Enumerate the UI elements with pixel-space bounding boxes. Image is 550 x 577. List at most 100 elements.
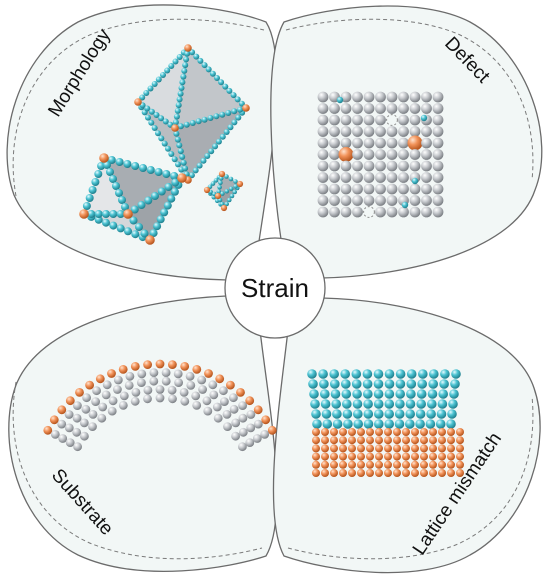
substrate-atom	[411, 460, 419, 469]
edge-atom	[173, 130, 180, 137]
edge-atom	[181, 67, 188, 74]
film-atom	[450, 379, 460, 389]
film-atom	[202, 396, 212, 406]
edge-atom	[167, 194, 176, 203]
lattice-atom	[375, 137, 386, 149]
edge-atom	[130, 205, 139, 214]
lattice-atom	[363, 103, 375, 114]
film-atom	[342, 409, 353, 419]
edge-atom	[176, 96, 183, 103]
lattice-atom	[317, 103, 329, 114]
substrate-atom	[393, 428, 401, 436]
edge-atom	[174, 136, 181, 143]
lattice-atom	[317, 160, 329, 172]
edge-atom	[175, 102, 182, 109]
edge-atom	[115, 158, 124, 166]
lattice-atom	[352, 172, 363, 183]
film-atom	[374, 419, 384, 429]
morphology-dash-arc	[12, 18, 265, 197]
edge-atom	[210, 181, 216, 186]
film-atom	[245, 438, 255, 447]
film-atom	[238, 442, 247, 452]
film-atom	[219, 386, 228, 396]
lattice-atom	[340, 103, 352, 114]
edge-atom	[162, 118, 169, 125]
edge-atom	[174, 107, 181, 114]
substrate-atom	[420, 428, 428, 436]
film-atom	[57, 419, 67, 429]
lattice-atom	[329, 114, 340, 126]
lattice-atom	[340, 206, 352, 218]
lattice-atom	[432, 91, 444, 103]
film-atom	[203, 406, 213, 416]
substrate-atom	[348, 436, 356, 445]
film-atom	[137, 369, 147, 379]
edge-atom	[172, 58, 179, 65]
lattice-atom	[432, 206, 444, 218]
edge-atom	[139, 164, 147, 172]
edge-atom	[226, 87, 233, 94]
vacancy	[386, 114, 398, 126]
lattice-atom	[340, 183, 352, 195]
edge-atom	[103, 161, 111, 169]
film-atom	[80, 431, 89, 441]
lattice-atom	[363, 195, 375, 206]
octahedron-nanoparticles	[79, 44, 250, 245]
edge-atom	[177, 90, 184, 97]
film-atom	[307, 369, 317, 379]
substrate-atom	[438, 444, 446, 453]
substrate-atom	[456, 436, 464, 445]
film-atom	[332, 419, 343, 429]
film-atom	[449, 389, 459, 399]
film-atom	[119, 391, 129, 401]
edge-atom	[158, 115, 165, 122]
lattice-atom	[340, 126, 352, 137]
lattice-atom	[398, 149, 409, 160]
edge-atom	[207, 115, 214, 121]
edge-atom	[200, 157, 207, 164]
edge-atom	[182, 165, 189, 172]
edge-atom	[180, 159, 187, 166]
substrate-atom	[321, 436, 329, 445]
substrate-atom	[357, 428, 365, 436]
edge-atom	[182, 62, 189, 69]
substrate-atom	[312, 469, 320, 477]
substrate-atom	[321, 460, 329, 469]
film-atom	[340, 369, 351, 379]
substrate-atom	[366, 469, 374, 477]
edge-atom	[224, 174, 229, 179]
substrate-atom	[75, 388, 84, 397]
edge-atom	[217, 184, 222, 190]
edge-atom	[115, 189, 123, 197]
film-atom	[310, 399, 320, 409]
film-atom	[58, 434, 68, 443]
film-atom	[374, 409, 384, 419]
lattice-atom	[398, 160, 409, 172]
film-atom	[208, 380, 218, 390]
edge-atom	[168, 63, 175, 69]
lattice-atom	[329, 172, 340, 183]
film-atom	[88, 422, 97, 431]
lattice-atom	[329, 137, 340, 149]
substrate-atom	[420, 436, 428, 445]
film-atom	[318, 369, 328, 379]
substrate-atom	[85, 380, 94, 390]
film-atom	[405, 409, 416, 419]
edge-atom	[223, 129, 230, 135]
film-atom	[342, 399, 352, 409]
edge-atom	[151, 125, 158, 131]
edge-atom	[102, 210, 110, 218]
lattice-atom	[409, 206, 421, 218]
lattice-atom	[329, 126, 340, 137]
film-atom	[395, 389, 406, 399]
substrate-atom	[429, 452, 437, 461]
lattice-atom	[409, 91, 421, 103]
substrate-atom	[65, 396, 75, 406]
lattice-atom	[375, 149, 386, 160]
substrate-atom	[402, 436, 410, 445]
substrate-atom	[43, 425, 53, 435]
film-atom	[168, 394, 177, 404]
lattice-atom	[352, 160, 363, 172]
film-atom	[113, 375, 123, 385]
lattice-atom	[363, 172, 375, 183]
